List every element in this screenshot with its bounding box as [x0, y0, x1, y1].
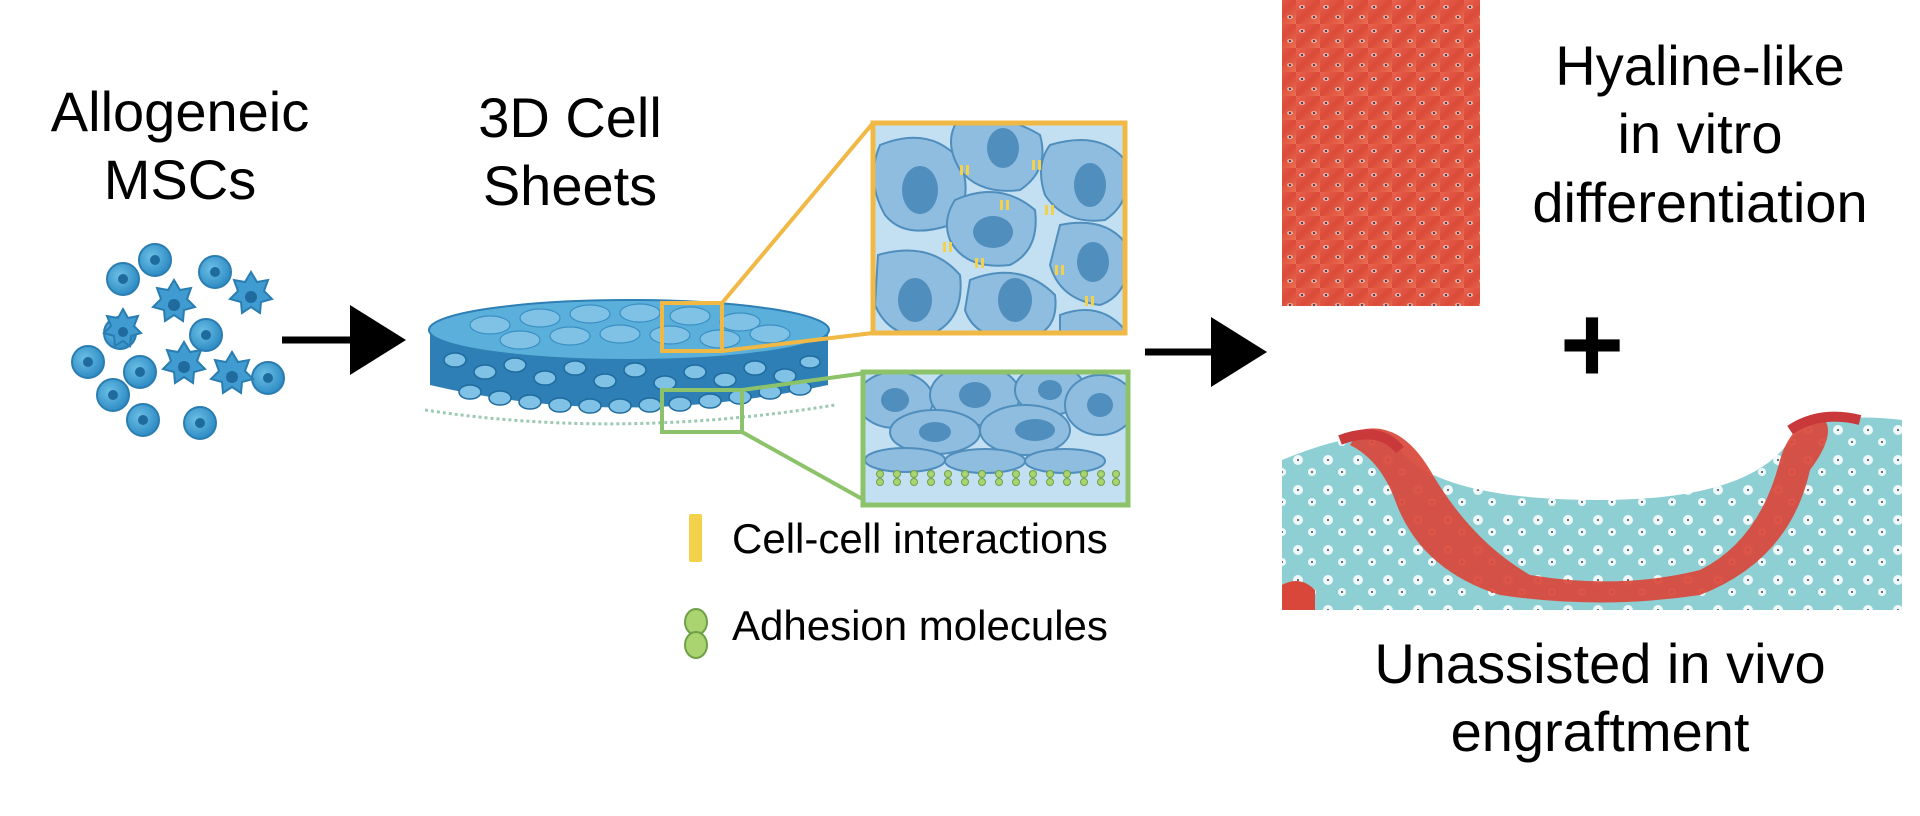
green-connector-top	[741, 370, 874, 392]
label-line: Hyaline-like	[1555, 34, 1845, 97]
label-line: in vitro	[1617, 102, 1783, 166]
label-allogeneic-mscs: Allogeneic MSCs	[20, 78, 340, 215]
orange-connector-bottom	[721, 331, 874, 353]
label-line: Unassisted in vivo	[1374, 632, 1826, 695]
label-line: Allogeneic	[50, 80, 310, 143]
label-line: MSCs	[103, 148, 257, 212]
adhesion-zoom-panel	[860, 369, 1131, 508]
label-3d-cell-sheets: 3D Cell Sheets	[410, 84, 730, 221]
label-hyaline-like-in-vitro: Hyaline-like in vitro differentiation	[1480, 32, 1920, 237]
adhesion-molecule-swatch	[684, 608, 708, 659]
green-selection-box	[660, 388, 744, 434]
orange-connector-top	[720, 121, 875, 305]
cell-sheet-icon	[424, 299, 836, 426]
plus-sign: +	[1560, 283, 1624, 406]
label-line: 3D Cell	[478, 86, 662, 149]
label-line: Sheets	[482, 154, 658, 218]
orange-selection-box	[660, 301, 724, 353]
legend-adhesion-molecules: Adhesion molecules	[732, 602, 1108, 649]
label-line: differentiation	[1532, 170, 1868, 234]
label-line: engraftment	[1450, 700, 1750, 764]
invivo-histology-image	[1282, 404, 1902, 610]
label-unassisted-in-vivo: Unassisted in vivo engraftment	[1290, 630, 1910, 767]
hyaline-histology-image	[1282, 0, 1480, 306]
cell-cell-interaction-swatch	[689, 514, 702, 562]
msc-cluster-icon	[71, 243, 285, 440]
legend-cell-cell-interactions: Cell-cell interactions	[732, 515, 1108, 562]
green-connector-bottom	[741, 430, 874, 507]
cell-cell-zoom-panel	[870, 120, 1128, 336]
